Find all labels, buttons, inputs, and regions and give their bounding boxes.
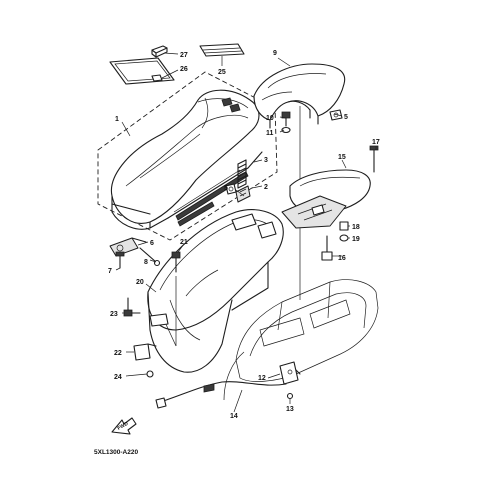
box-clip	[149, 313, 169, 327]
part-19-nut	[339, 234, 349, 242]
callout-labels: 27 25 26 1 3 2 5 6 7 8 9 10 11 5 15 17 1…	[108, 50, 380, 420]
part-4-strip	[177, 201, 215, 227]
part-21-bolt	[171, 251, 181, 273]
part-7-bolt	[115, 251, 125, 269]
part-15-bracket	[281, 169, 371, 229]
part-11-washer	[281, 126, 291, 134]
callout-2: 2	[264, 184, 268, 191]
callout-25: 25	[218, 69, 226, 76]
callout-7: 7	[108, 268, 112, 275]
part-13-clip	[286, 392, 294, 400]
callout-21: 21	[180, 239, 188, 246]
part-2-plate	[235, 185, 251, 203]
callout-14: 14	[230, 413, 238, 420]
part-20-storage-box	[147, 209, 284, 373]
callout-23: 23	[110, 311, 118, 318]
callout-27: 27	[180, 52, 188, 59]
part-27-clip	[151, 45, 168, 58]
callout-18: 18	[352, 224, 360, 231]
callout-24: 24	[114, 374, 122, 381]
callout-8: 8	[144, 259, 148, 266]
callout-5-upper: 5	[344, 114, 348, 121]
part-14-cable	[155, 381, 287, 409]
part-17-bolt	[369, 145, 379, 173]
callout-1: 1	[115, 116, 119, 123]
leader-lines	[115, 52, 377, 413]
part-26-tray	[109, 57, 175, 85]
callout-13: 13	[286, 406, 294, 413]
callout-9: 9	[273, 50, 277, 57]
part-5-nut-upper	[329, 109, 343, 121]
part-3-spring	[237, 159, 247, 189]
callout-22: 22	[114, 350, 122, 357]
frame-outline	[223, 279, 379, 401]
part-6-hinge	[109, 237, 147, 257]
fwd-label: FWD	[117, 421, 130, 432]
callout-12: 12	[258, 375, 266, 382]
seat-assembly-boundary	[97, 71, 278, 241]
part-10-bolt	[281, 111, 291, 127]
callout-16: 16	[338, 255, 346, 262]
callout-5-lower: 5	[224, 185, 228, 192]
part-18-collar	[339, 221, 349, 231]
part-8-pin	[139, 247, 161, 267]
diagram-code: 5XL1300-A220	[94, 449, 138, 456]
part-1-seat	[110, 89, 263, 230]
callout-26: 26	[180, 66, 188, 73]
part-5-nut-lower	[225, 183, 237, 195]
callout-20: 20	[136, 279, 144, 286]
part-22-stay	[133, 343, 157, 361]
callout-3: 3	[264, 157, 268, 164]
part-24-screw	[146, 370, 154, 378]
callout-11: 11	[266, 130, 274, 137]
callout-17: 17	[372, 139, 380, 146]
part-16-bolt	[321, 235, 333, 261]
part-25-pad	[199, 43, 245, 57]
part-23-bolt	[123, 297, 141, 317]
part-12-latch	[279, 361, 301, 385]
callout-6: 6	[150, 240, 154, 247]
part-9-rear-cover	[253, 63, 346, 129]
callout-15: 15	[338, 154, 346, 161]
callout-19: 19	[352, 236, 360, 243]
fwd-arrow-icon	[111, 417, 137, 435]
callout-10: 10	[266, 115, 274, 122]
